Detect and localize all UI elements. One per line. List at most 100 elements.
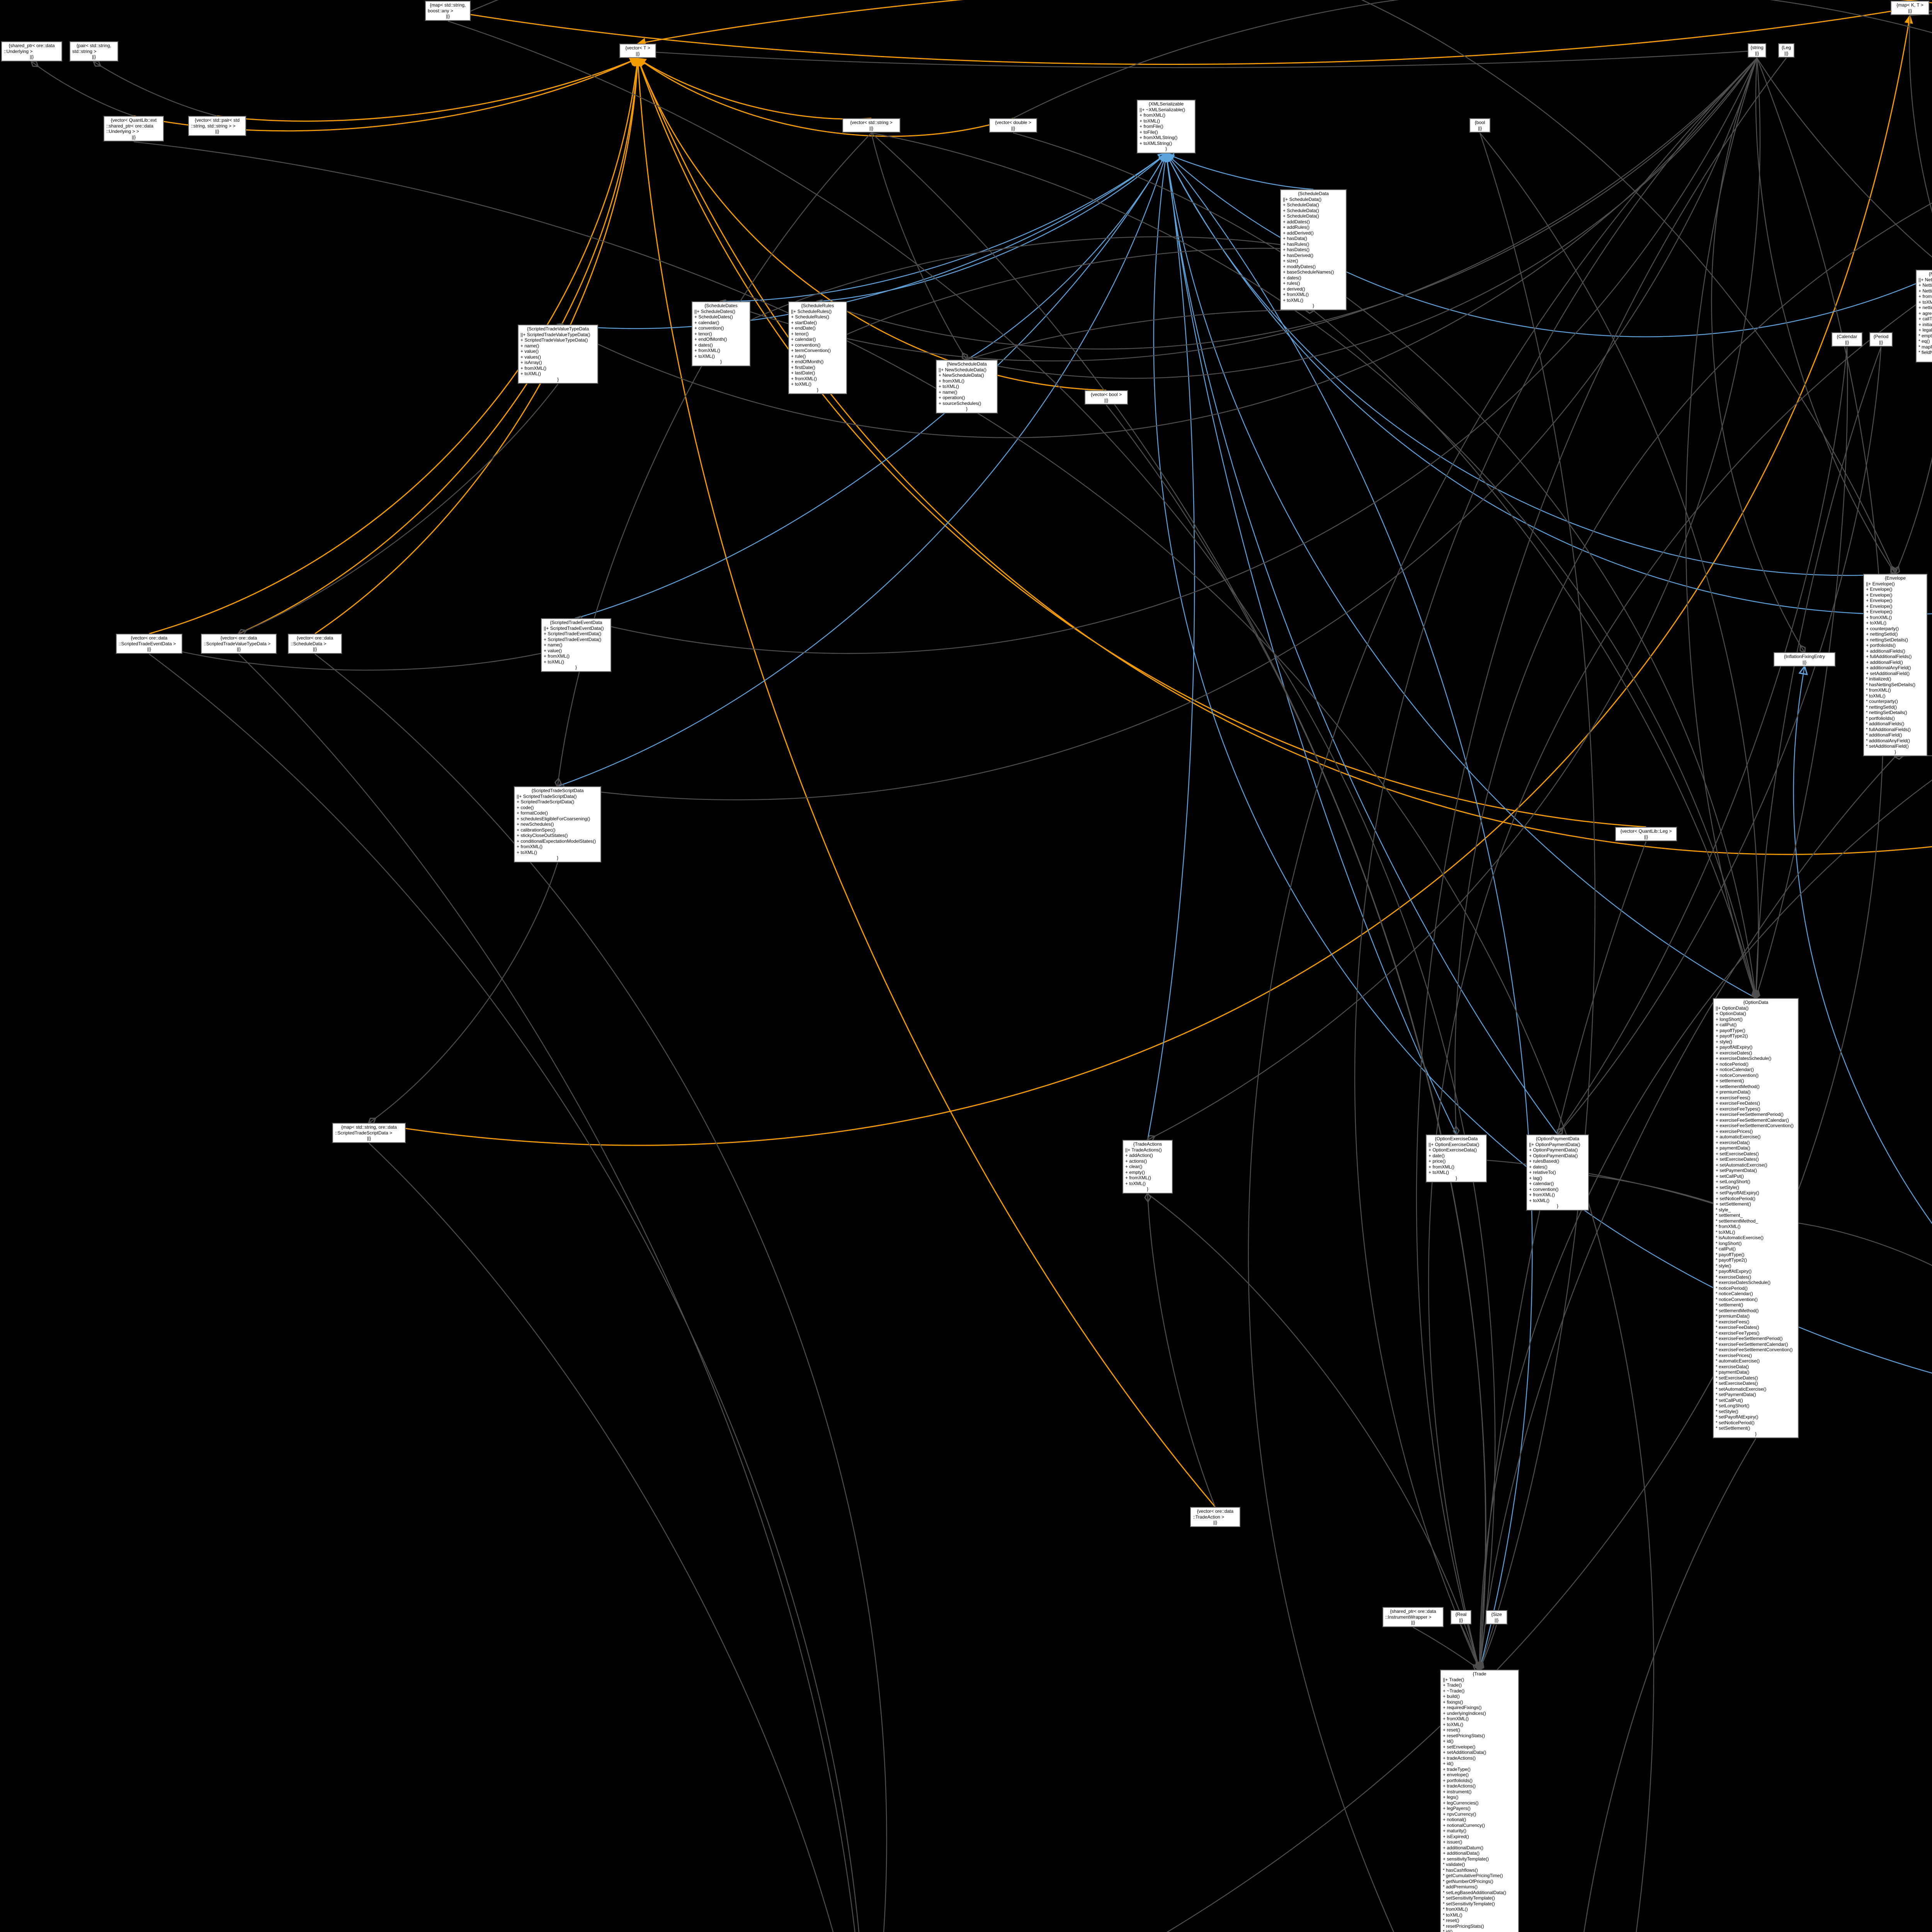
class-member: * premiumData() xyxy=(1716,1313,1750,1319)
class-node-bool[interactable]: {bool||} xyxy=(1469,118,1490,133)
class-node-period[interactable]: {Period||} xyxy=(1869,332,1893,347)
class-member: ||} xyxy=(313,646,317,652)
class-node-vector_underlying[interactable]: {vector< QuantLib::ext::shared_ptr< ore:… xyxy=(104,116,164,141)
class-node-vector_event_data[interactable]: {vector< ore::data::ScriptedTradeEventDa… xyxy=(116,634,182,654)
class-member: + OptionPaymentData() xyxy=(1529,1147,1578,1153)
class-title: {map< K, T > xyxy=(1896,2,1923,8)
edge-scripted_script_data-to-xml_serializable xyxy=(557,154,1166,787)
class-node-option_payment_data[interactable]: {OptionPaymentData||+ OptionPaymentData(… xyxy=(1526,1134,1589,1211)
class-node-vector_bool[interactable]: {vector< bool >||} xyxy=(1085,390,1128,405)
edge-schedule_dates-to-xml_serializable xyxy=(721,154,1166,302)
class-member: * setNoticePeriod() xyxy=(1716,1420,1755,1425)
class-node-trade[interactable]: {Trade||+ Trade()+ Trade()+ ~Trade()+ bu… xyxy=(1440,1670,1519,1932)
class-member: + automaticExercise() xyxy=(1716,1134,1761,1139)
class-node-vector_schedule_data[interactable]: {vector< ore::data::ScheduleData >||} xyxy=(288,634,342,654)
class-member: + paymentData() xyxy=(1716,1145,1750,1151)
class-title: {vector< QuantLib::ext xyxy=(111,117,157,123)
class-node-map_K_T[interactable]: {map< K, T >||} xyxy=(1891,1,1929,15)
class-node-vector_pair_string[interactable]: {vector< std::pair< std::string, std::st… xyxy=(188,116,246,136)
class-node-shared_ptr_underlying[interactable]: {shared_ptr< ore::data::Underlying >||} xyxy=(1,41,62,61)
class-member: ||} xyxy=(29,54,34,60)
class-member: } xyxy=(1918,355,1932,361)
class-node-vector_value_type_data[interactable]: {vector< ore::data::ScriptedTradeValueTy… xyxy=(201,634,277,654)
edge-vector_premium_datum-to-vector_T xyxy=(636,57,1932,855)
class-member: + endOfMonth() xyxy=(791,359,824,364)
class-member: ||+ ScriptedTradeValueTypeData() xyxy=(520,332,590,337)
class-member: + fromXML() xyxy=(1125,1175,1151,1180)
class-member: * setSettlement() xyxy=(1716,1425,1750,1431)
edge-option_payment_data-to-calendar xyxy=(1558,347,1848,1134)
class-title: {bool xyxy=(1475,120,1485,125)
class-member: + fromXML() xyxy=(791,376,817,381)
class-node-option_exercise_data[interactable]: {OptionExerciseData||+ OptionExerciseDat… xyxy=(1426,1134,1487,1182)
class-node-map_script_data[interactable]: {map< std::string, ore::data::ScriptedTr… xyxy=(332,1123,406,1143)
edge-trade-to-date xyxy=(1428,293,1932,1670)
class-member: * settlement() xyxy=(1716,1302,1743,1308)
edge-vector_pair_string-to-vector_T xyxy=(217,57,639,122)
class-node-new_schedule_data[interactable]: {NewScheduleData||+ NewScheduleData()+ N… xyxy=(936,360,998,413)
edge-T-to-map_K_T xyxy=(1910,7,1932,12)
class-member: ||} xyxy=(1011,125,1015,131)
class-node-pair_string_string[interactable]: {pair< std::string,std::string >||} xyxy=(70,41,118,61)
class-member: * nettingSetDetails() xyxy=(1866,710,1907,715)
class-member: ::Underlying > > xyxy=(106,129,139,134)
class-member: + formatCode() xyxy=(517,810,548,816)
class-member: ||} xyxy=(367,1136,371,1141)
class-node-scripted_script_data[interactable]: {ScriptedTradeScriptData||+ ScriptedTrad… xyxy=(514,786,601,862)
class-node-vector_T[interactable]: {vector< T >||} xyxy=(619,44,656,58)
class-node-scripted_event_data[interactable]: {ScriptedTradeEventData||+ ScriptedTrade… xyxy=(541,618,611,672)
class-member: + toXML() xyxy=(1125,1180,1146,1186)
class-member: + tradeActions() xyxy=(1443,1755,1476,1761)
class-member: + additionalDatum() xyxy=(1443,1845,1484,1850)
class-member: + toXML() xyxy=(1139,118,1160,124)
class-member: * empty() xyxy=(1918,333,1932,338)
class-member: + exerciseFeeSettlementPeriod() xyxy=(1716,1112,1784,1117)
class-title: {NettingSetDetails xyxy=(1929,271,1932,277)
edge-scripted_value_type_data-to-xml_serializable xyxy=(558,154,1166,329)
class-node-shared_ptr_instrument_wrapper[interactable]: {shared_ptr< ore::data::InstrumentWrappe… xyxy=(1383,1607,1444,1627)
class-member: ||} xyxy=(446,14,450,19)
class-node-envelope[interactable]: {Envelope||+ Envelope()+ Envelope()+ Env… xyxy=(1863,574,1927,756)
class-node-xml_serializable[interactable]: {XMLSerializable||+ ~XMLSerializable()+ … xyxy=(1137,100,1196,153)
class-member: + setPayoffAtExpiry() xyxy=(1716,1190,1759,1196)
class-node-schedule_dates[interactable]: {ScheduleDates||+ ScheduleDates()+ Sched… xyxy=(692,301,750,366)
class-member: + setLongShort() xyxy=(1716,1179,1750,1184)
class-member: ||+ ScheduleData() xyxy=(1283,196,1321,202)
class-node-schedule_rules[interactable]: {ScheduleRules||+ ScheduleRules()+ Sched… xyxy=(788,301,847,394)
class-member: + fromXML() xyxy=(544,653,570,659)
class-member: + derived() xyxy=(1283,286,1305,292)
edge-trade-to-bool xyxy=(1480,133,1595,1670)
class-node-option_data[interactable]: {OptionData||+ OptionData()+ OptionData(… xyxy=(1713,998,1799,1438)
class-member: * setCallPut() xyxy=(1716,1397,1743,1403)
class-member: + toXML() xyxy=(544,659,565,665)
class-member: + issuer() xyxy=(1443,1839,1463,1845)
class-node-size[interactable]: {Size||} xyxy=(1486,1610,1507,1624)
class-node-map_string_any[interactable]: {map< std::string,boost::any >||} xyxy=(425,1,471,21)
class-node-vector_string[interactable]: {vector< std::string >||} xyxy=(842,118,900,133)
class-member: } xyxy=(575,665,577,670)
class-node-netting_set_details[interactable]: {NettingSetDetails||+ NettingSetDetails(… xyxy=(1916,270,1932,362)
class-member: ||} xyxy=(236,646,241,652)
class-node-trade_actions[interactable]: {TradeActions||+ TradeActions()+ addActi… xyxy=(1122,1140,1173,1194)
class-member: + exercisePrices() xyxy=(1716,1128,1753,1134)
class-member: ||} xyxy=(1104,397,1109,403)
class-node-leg[interactable]: {Leg||} xyxy=(1778,43,1794,58)
class-node-real[interactable]: {Real||} xyxy=(1451,1610,1471,1624)
class-member: + lag() xyxy=(1529,1175,1543,1181)
class-member: + Envelope() xyxy=(1866,587,1893,592)
edge-trade_actions-to-string xyxy=(1148,58,1761,1140)
class-node-vector_double[interactable]: {vector< double >||} xyxy=(989,118,1037,133)
class-node-scripted_value_type_data[interactable]: {ScriptedTradeValueTypeData||+ ScriptedT… xyxy=(518,325,598,384)
class-member: * toXML() xyxy=(1866,693,1886,699)
class-node-string[interactable]: {string||} xyxy=(1748,43,1766,58)
class-node-inflation_fixing_entry[interactable]: {InflationFixingEntry||} xyxy=(1774,652,1835,667)
class-node-schedule_data[interactable]: {ScheduleData||+ ScheduleData()+ Schedul… xyxy=(1280,189,1347,310)
class-title: {vector< ore::data xyxy=(296,635,333,641)
class-member: + fromXML() xyxy=(694,348,721,353)
class-member: + ScriptedTradeEventData() xyxy=(544,631,602,636)
class-title: {Size xyxy=(1491,1612,1502,1617)
class-node-vector_leg[interactable]: {vector< QuantLib::Leg >||} xyxy=(1615,827,1677,841)
class-member: + requiredFixings() xyxy=(1443,1705,1482,1710)
class-node-calendar[interactable]: {Calendar||} xyxy=(1832,332,1862,347)
class-node-vector_trade_action[interactable]: {vector< ore::data::TradeAction >||} xyxy=(1190,1507,1240,1527)
